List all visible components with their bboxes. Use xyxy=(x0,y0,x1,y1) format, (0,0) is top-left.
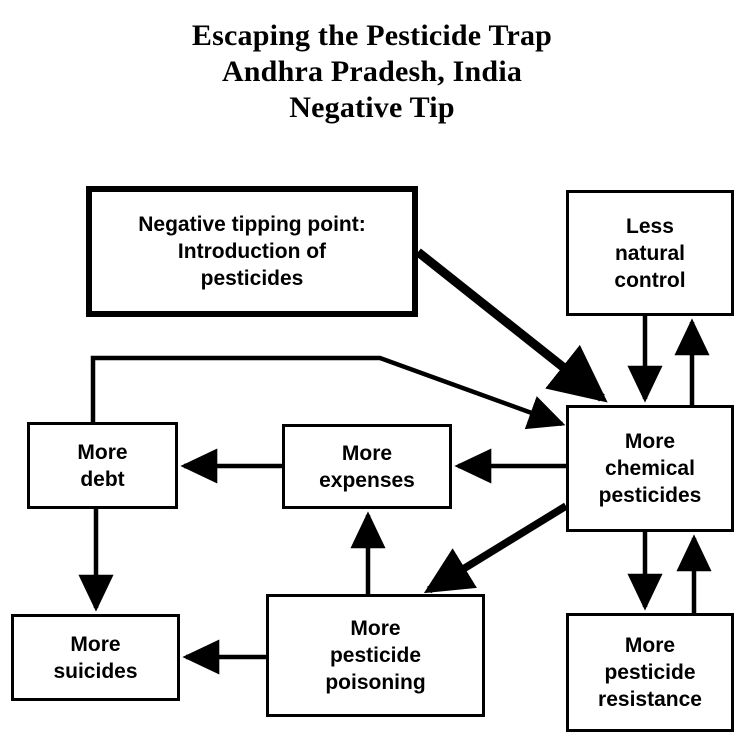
node-label: More expenses xyxy=(319,441,415,492)
page-title: Escaping the Pesticide Trap Andhra Prade… xyxy=(0,18,744,126)
node-more-debt[interactable]: More debt xyxy=(27,422,178,509)
edge-chemical-to-poisoning xyxy=(423,502,568,594)
title-line-1: Escaping the Pesticide Trap xyxy=(191,19,553,52)
node-more-suicides[interactable]: More suicides xyxy=(11,614,180,701)
edge-debt-to-chemical-feedback xyxy=(90,355,566,430)
node-more-pesticide-resistance[interactable]: More pesticide resistance xyxy=(566,613,734,732)
title-line-3: Negative Tip xyxy=(289,91,455,124)
node-label: Less natural control xyxy=(614,214,686,292)
edge-tipping-to-chemical xyxy=(415,248,608,403)
node-more-pesticide-poisoning[interactable]: More pesticide poisoning xyxy=(266,594,485,717)
node-label: More suicides xyxy=(53,632,138,683)
node-label: More debt xyxy=(77,440,128,491)
node-more-chemical-pesticides[interactable]: More chemical pesticides xyxy=(566,405,734,532)
node-label: Negative tipping point: Introduction of … xyxy=(138,213,366,290)
node-less-natural-control[interactable]: Less natural control xyxy=(566,190,734,316)
node-more-expenses[interactable]: More expenses xyxy=(282,424,452,509)
node-negative-tipping-point[interactable]: Negative tipping point: Introduction of … xyxy=(86,186,418,317)
node-label: More chemical pesticides xyxy=(598,430,702,507)
node-label: More pesticide resistance xyxy=(598,634,702,711)
title-line-2: Andhra Pradesh, India xyxy=(221,55,523,88)
node-label: More pesticide poisoning xyxy=(325,617,426,694)
